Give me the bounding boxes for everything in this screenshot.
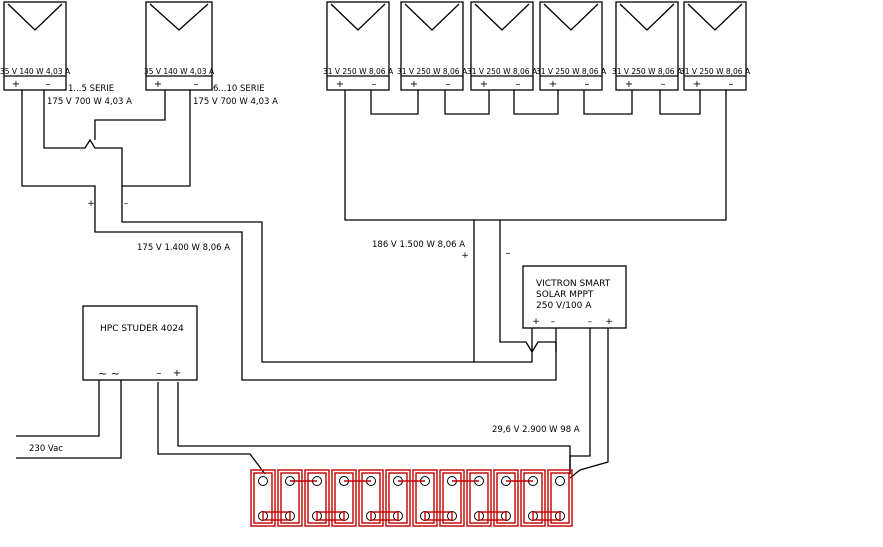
ac-output-symbols: ~ ~ [98,367,120,380]
string2-spec: 175 V 700 W 4,03 A [193,97,278,107]
solar-panel-large-1: 31 V 250 W 8,06 A + – [323,1,394,91]
panel-spec-label: 35 V 140 W 4,03 A [144,67,215,76]
panel-plus-terminal: + [693,79,701,90]
battery-cell [385,469,411,527]
battery-cell-inner [334,472,354,524]
battery-bank-spec: 29,6 V 2.900 W 98 A [492,425,580,435]
battery-link-bottom [424,511,453,521]
panel-plus-terminal: + [336,79,344,90]
panel-spec-label: 31 V 250 W 8,06 A [612,67,683,76]
battery-cell [466,469,492,527]
panel-plus-terminal: + [549,79,557,90]
large-string-minus: – [506,248,511,259]
battery-cell [358,469,384,527]
battery-cell-inner [415,472,435,524]
battery-cell-inner [280,472,300,524]
panel-plus-terminal: + [480,79,488,90]
panel-plus-terminal: + [12,79,20,90]
panel-spec-label: 31 V 250 W 8,06 A [397,67,468,76]
battery-cell-inner [523,472,543,524]
mppt-title-line3: 250 V/100 A [536,301,592,311]
combiner-plus: + [87,199,95,209]
string1-spec: 175 V 700 W 4,03 A [47,97,132,107]
inverter-box: HPC STUDER 4024 ~ ~ – + [82,305,198,381]
panel-minus-terminal: – [372,79,377,90]
battery-link-bottom [262,511,291,521]
panel-spec-label: 31 V 250 W 8,06 A [323,67,394,76]
panel-minus-terminal: – [46,79,51,90]
panel-spec-label: 35 V 140 W 4,03 A [0,67,71,76]
battery-cell-inner [496,472,516,524]
panel-plus-terminal: + [154,79,162,90]
battery-cell [547,469,573,527]
battery-cell [250,469,276,527]
battery-cell [412,469,438,527]
solar-panel-large-3: 31 V 250 W 8,06 A + – [467,1,538,91]
solar-panel-large-4: 31 V 250 W 8,06 A + – [536,1,607,91]
mppt-pv-minus-terminal: – [551,317,556,327]
battery-terminal-top [258,476,268,486]
mppt-title-line1: VICTRON SMART [536,279,611,289]
large-string-plus: + [461,251,469,261]
solar-panel-large-5: 31 V 250 W 8,06 A + – [612,1,683,91]
string2-label: 6...10 SERIE [213,84,265,94]
battery-cell [304,469,330,527]
solar-panel-large-6: 31 V 250 W 8,06 A + – [680,1,751,91]
panel-plus-terminal: + [625,79,633,90]
panel-spec-label: 31 V 250 W 8,06 A [680,67,751,76]
small-string-wiring [21,90,557,381]
battery-cell-inner [361,472,381,524]
panel-minus-terminal: – [729,79,734,90]
battery-link-bottom [370,511,399,521]
string1-label: 1...5 SERIE [68,84,114,94]
battery-link-bottom [478,511,507,521]
solar-panel-small-1: 35 V 140 W 4,03 A + – [0,1,71,91]
panel-minus-terminal: – [661,79,666,90]
panel-minus-terminal: – [585,79,590,90]
battery-cell-inner [307,472,327,524]
mppt-battery-wiring [569,328,609,479]
battery-link-bottom [316,511,345,521]
mppt-pv-plus-terminal: + [532,317,540,327]
battery-cell [331,469,357,527]
combined-string-spec: 175 V 1.400 W 8,06 A [137,243,230,253]
battery-cell-inner [388,472,408,524]
battery-terminal-top [555,476,565,486]
battery-cell-inner [550,472,570,524]
combiner-minus: – [124,199,129,209]
panel-plus-terminal: + [410,79,418,90]
battery-cell [439,469,465,527]
panel-spec-label: 31 V 250 W 8,06 A [536,67,607,76]
battery-cell [520,469,546,527]
battery-cell [277,469,303,527]
mppt-title-line2: SOLAR MPPT [536,290,594,300]
panel-minus-terminal: – [516,79,521,90]
solar-panel-small-2: 35 V 140 W 4,03 A + – [144,1,215,91]
battery-cell-inner [442,472,462,524]
battery-cell [493,469,519,527]
inverter-dc-minus: – [157,368,162,379]
panel-minus-terminal: – [194,79,199,90]
solar-panel-large-2: 31 V 250 W 8,06 A + – [397,1,468,91]
inverter-dc-plus: + [173,368,181,379]
mppt-charge-controller: VICTRON SMART SOLAR MPPT 250 V/100 A + –… [522,265,627,329]
battery-cell-inner [469,472,489,524]
mppt-bat-minus-terminal: – [588,317,593,327]
large-string-spec: 186 V 1.500 W 8,06 A [372,240,465,250]
ac-output-wiring [16,380,122,459]
panel-spec-label: 31 V 250 W 8,06 A [467,67,538,76]
inverter-battery-wiring [157,382,571,475]
battery-link-bottom [532,511,561,521]
ac-output-label: 230 Vac [29,444,63,454]
battery-cell-inner [253,472,273,524]
battery-bank [250,469,573,527]
panel-minus-terminal: – [446,79,451,90]
mppt-bat-plus-terminal: + [605,317,613,327]
inverter-title: HPC STUDER 4024 [100,324,184,334]
